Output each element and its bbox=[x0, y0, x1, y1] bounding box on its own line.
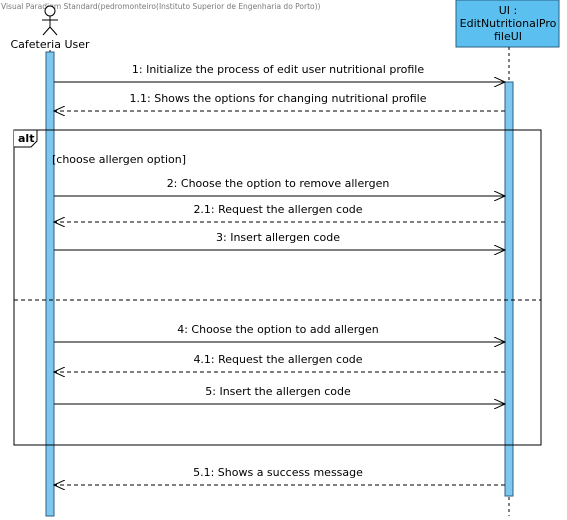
message-label-8: 5: Insert the allergen code bbox=[205, 385, 351, 398]
messages-group: 1: Initialize the process of edit user n… bbox=[54, 63, 505, 485]
actor-label: Cafeteria User bbox=[10, 38, 90, 51]
message-label-2: 1.1: Shows the options for changing nutr… bbox=[130, 92, 427, 105]
alt-guard: [choose allergen option] bbox=[52, 153, 186, 166]
actor-icon bbox=[42, 5, 58, 36]
ui-header-line-1: UI : bbox=[499, 4, 518, 17]
ui-header-line-3: fileUI bbox=[494, 30, 522, 43]
ui-lifeline-header bbox=[455, 0, 560, 48]
message-label-5: 3: Insert allergen code bbox=[216, 231, 340, 244]
message-label-4: 2.1: Request the allergen code bbox=[193, 203, 362, 216]
alt-operator-label: alt bbox=[18, 132, 34, 145]
message-label-6: 4: Choose the option to add allergen bbox=[177, 323, 379, 336]
alt-operator-tab bbox=[14, 129, 38, 148]
message-label-7: 4.1: Request the allergen code bbox=[193, 353, 362, 366]
ui-activation-bar bbox=[504, 81, 514, 497]
actor-activation-bar bbox=[45, 51, 55, 517]
alt-fragment bbox=[13, 129, 542, 446]
message-label-1: 1: Initialize the process of edit user n… bbox=[132, 63, 424, 76]
message-label-3: 2: Choose the option to remove allergen bbox=[167, 177, 390, 190]
message-label-9: 5.1: Shows a success message bbox=[193, 466, 363, 479]
watermark-text: Visual Paradigm Standard(pedromonteiro(I… bbox=[1, 2, 321, 11]
ui-header-line-2: EditNutritionalPro bbox=[460, 17, 557, 30]
